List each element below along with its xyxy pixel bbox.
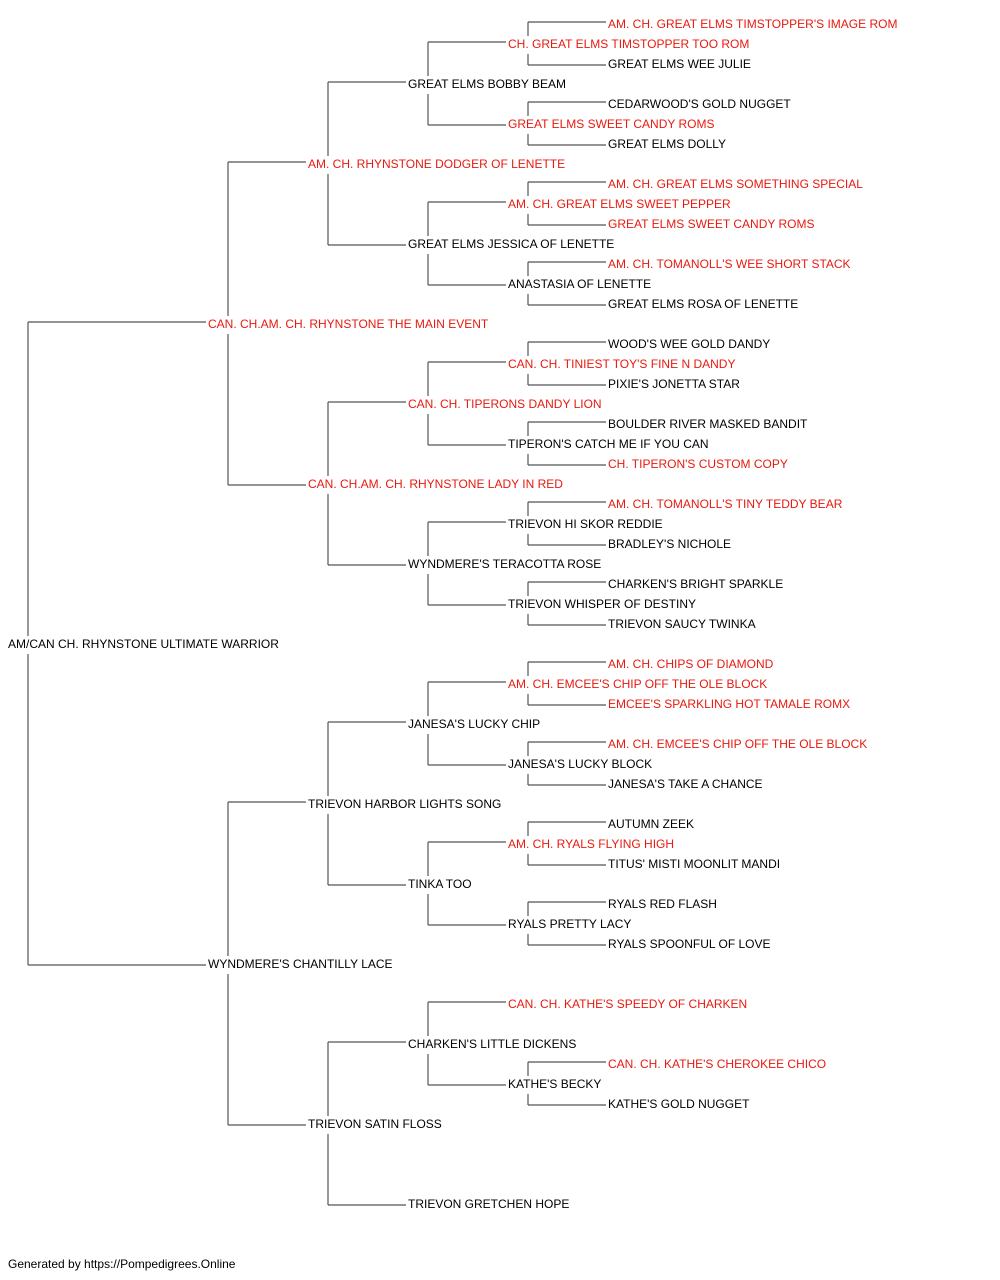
dog-name: JANESA'S LUCKY CHIP [408,717,540,731]
dog-name: CHARKEN'S LITTLE DICKENS [408,1037,576,1051]
dog-name: JANESA'S LUCKY BLOCK [508,757,652,771]
dog-name: AM. CH. EMCEE'S CHIP OFF THE OLE BLOCK [508,677,767,691]
generator-credit: Generated by https://Pompedigrees.Online [8,1257,236,1271]
dog-name: AM/CAN CH. RHYNSTONE ULTIMATE WARRIOR [8,637,279,651]
dog-name: TRIEVON HARBOR LIGHTS SONG [308,797,501,811]
dog-name: RYALS PRETTY LACY [508,917,631,931]
dog-name: TRIEVON WHISPER OF DESTINY [508,597,696,611]
dog-name: BOULDER RIVER MASKED BANDIT [608,417,808,431]
dog-name: KATHE'S BECKY [508,1077,601,1091]
dog-name: TINKA TOO [408,877,472,891]
dog-name: GREAT ELMS SWEET CANDY ROMS [608,217,814,231]
dog-name: CEDARWOOD'S GOLD NUGGET [608,97,791,111]
dog-name: GREAT ELMS ROSA OF LENETTE [608,297,798,311]
dog-name: TRIEVON SAUCY TWINKA [608,617,756,631]
dog-name: GREAT ELMS SWEET CANDY ROMS [508,117,714,131]
dog-name: CH. TIPERON'S CUSTOM COPY [608,457,788,471]
dog-name: AM. CH. RYALS FLYING HIGH [508,837,674,851]
dog-name: AUTUMN ZEEK [608,817,694,831]
dog-name: CAN. CH. KATHE'S CHEROKEE CHICO [608,1057,826,1071]
dog-name: AM. CH. GREAT ELMS TIMSTOPPER'S IMAGE RO… [608,17,897,31]
dog-name: GREAT ELMS BOBBY BEAM [408,77,566,91]
dog-name: GREAT ELMS WEE JULIE [608,57,751,71]
dog-name: TRIEVON GRETCHEN HOPE [408,1197,569,1211]
dog-name: GREAT ELMS JESSICA OF LENETTE [408,237,614,251]
dog-name: AM. CH. RHYNSTONE DODGER OF LENETTE [308,157,565,171]
dog-name: CHARKEN'S BRIGHT SPARKLE [608,577,783,591]
dog-name: AM. CH. GREAT ELMS SWEET PEPPER [508,197,731,211]
dog-name: CAN. CH. TINIEST TOY'S FINE N DANDY [508,357,735,371]
dog-name: WYNDMERE'S CHANTILLY LACE [208,957,393,971]
dog-name: TRIEVON SATIN FLOSS [308,1117,442,1131]
dog-name: BRADLEY'S NICHOLE [608,537,731,551]
dog-name: TRIEVON HI SKOR REDDIE [508,517,663,531]
dog-name: AM. CH. GREAT ELMS SOMETHING SPECIAL [608,177,863,191]
dog-name: WOOD'S WEE GOLD DANDY [608,337,770,351]
dog-name: JANESA'S TAKE A CHANCE [608,777,763,791]
dog-name: CAN. CH.AM. CH. RHYNSTONE LADY IN RED [308,477,563,491]
dog-name: AM. CH. EMCEE'S CHIP OFF THE OLE BLOCK [608,737,867,751]
dog-name: GREAT ELMS DOLLY [608,137,726,151]
dog-name: PIXIE'S JONETTA STAR [608,377,740,391]
dog-name: TITUS' MISTI MOONLIT MANDI [608,857,780,871]
dog-name: CAN. CH. KATHE'S SPEEDY OF CHARKEN [508,997,747,1011]
dog-name: AM. CH. TOMANOLL'S WEE SHORT STACK [608,257,851,271]
dog-name: EMCEE'S SPARKLING HOT TAMALE ROMX [608,697,850,711]
dog-name: CAN. CH.AM. CH. RHYNSTONE THE MAIN EVENT [208,317,489,331]
dog-name: AM. CH. TOMANOLL'S TINY TEDDY BEAR [608,497,843,511]
dog-name: WYNDMERE'S TERACOTTA ROSE [408,557,601,571]
dog-name: RYALS RED FLASH [608,897,717,911]
dog-name: KATHE'S GOLD NUGGET [608,1097,750,1111]
dog-name: AM. CH. CHIPS OF DIAMOND [608,657,774,671]
dog-name: RYALS SPOONFUL OF LOVE [608,937,771,951]
dog-name: CAN. CH. TIPERONS DANDY LION [408,397,602,411]
dog-name: TIPERON'S CATCH ME IF YOU CAN [508,437,709,451]
dog-name: CH. GREAT ELMS TIMSTOPPER TOO ROM [508,37,749,51]
dog-name: ANASTASIA OF LENETTE [508,277,651,291]
